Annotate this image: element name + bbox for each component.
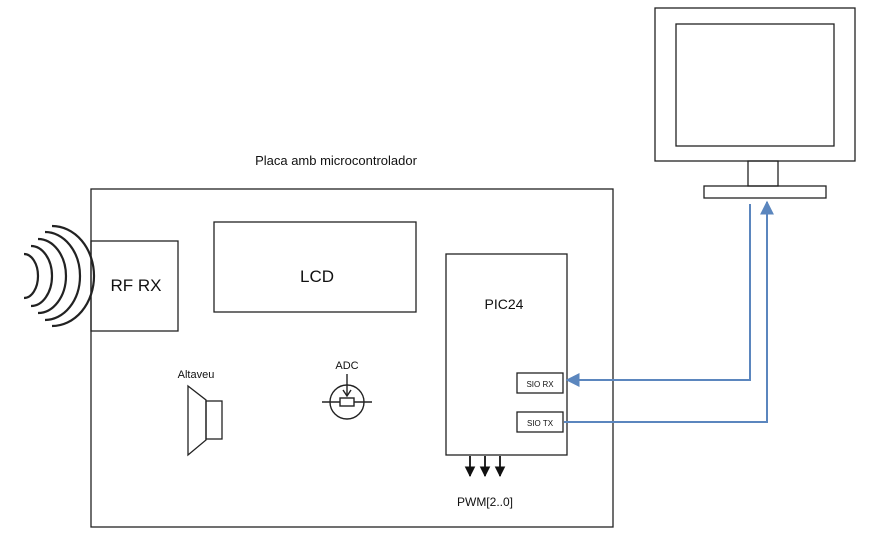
sio-tx-label: SIO TX bbox=[527, 419, 554, 428]
sio-tx-port bbox=[516, 411, 564, 433]
speaker-icon bbox=[187, 384, 223, 457]
board-outline bbox=[90, 188, 614, 528]
rf-rx-block bbox=[90, 240, 179, 332]
pwm-label: PWM[2..0] bbox=[457, 495, 513, 509]
mcu-block bbox=[445, 253, 568, 456]
sio-rx-port bbox=[516, 372, 564, 394]
serial-link-tx bbox=[564, 200, 774, 423]
mcu-label: PIC24 bbox=[485, 296, 524, 312]
speaker-label: Altaveu bbox=[178, 369, 215, 381]
sio-rx-label: SIO RX bbox=[526, 380, 554, 389]
pwm-arrows bbox=[464, 456, 506, 478]
computer-monitor-icon bbox=[654, 7, 856, 199]
adc-label: ADC bbox=[335, 360, 358, 372]
rf-rx-label: RF RX bbox=[111, 276, 162, 295]
board-title: Placa amb microcontrolador bbox=[255, 153, 418, 168]
lcd-label: LCD bbox=[300, 267, 334, 286]
potentiometer-icon bbox=[322, 374, 372, 420]
lcd-block bbox=[213, 221, 417, 313]
serial-link-rx bbox=[565, 204, 751, 387]
wireless-waves-icon bbox=[23, 224, 96, 328]
